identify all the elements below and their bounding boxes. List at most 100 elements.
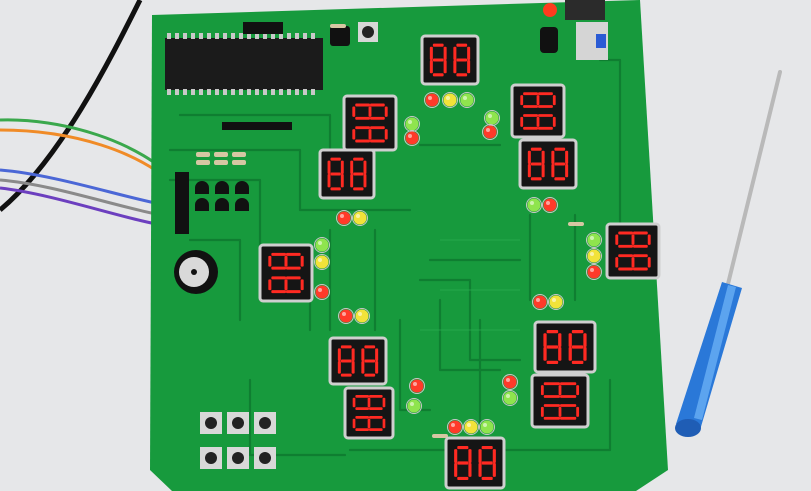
seven-segment-display <box>530 373 590 429</box>
segment <box>583 333 587 347</box>
segment <box>530 177 542 181</box>
push-button[interactable] <box>227 447 249 469</box>
seven-segment-display <box>510 83 566 139</box>
power-led-icon <box>543 3 557 17</box>
seven-segment-display <box>518 138 578 190</box>
segment <box>467 46 471 60</box>
segment <box>631 234 635 245</box>
green-led-icon <box>586 232 602 248</box>
segment <box>355 395 369 398</box>
segment <box>340 373 352 377</box>
red-led-icon <box>502 374 518 390</box>
pin-header <box>222 122 292 130</box>
segment <box>300 279 304 291</box>
segment <box>351 361 355 374</box>
segment <box>355 407 369 410</box>
yellow-led-icon <box>442 92 458 108</box>
segment <box>565 150 569 164</box>
push-button[interactable] <box>254 412 276 434</box>
segment <box>543 404 560 407</box>
segment <box>468 449 472 463</box>
segment <box>492 463 496 477</box>
red-led-icon <box>482 124 498 140</box>
red-led-icon <box>404 130 420 146</box>
reset-button-cap <box>362 26 374 38</box>
segment <box>352 418 356 429</box>
segment <box>286 266 301 270</box>
segment <box>382 418 386 429</box>
push-button[interactable] <box>254 447 276 469</box>
segment <box>615 257 619 268</box>
segment <box>520 95 524 106</box>
seven-segment-display <box>444 436 506 490</box>
segment <box>350 174 354 188</box>
segment <box>432 43 444 47</box>
red-led-icon <box>532 294 548 310</box>
wire-connector <box>175 172 189 234</box>
segment <box>368 416 383 419</box>
segment <box>340 160 344 174</box>
seven-segment-display <box>533 320 597 374</box>
segment <box>552 116 556 127</box>
buzzer <box>174 250 218 294</box>
segment <box>583 347 587 361</box>
segment <box>540 385 544 396</box>
segment <box>327 174 331 188</box>
segment <box>457 446 469 450</box>
red-led-icon <box>542 197 558 213</box>
segment <box>618 244 633 248</box>
segment <box>554 177 566 181</box>
segment <box>271 266 286 270</box>
segment <box>368 407 383 410</box>
segment <box>618 267 633 271</box>
segment <box>355 416 369 419</box>
segment <box>363 174 367 188</box>
yellow-led-icon <box>463 419 479 435</box>
yellow-led-icon <box>352 210 368 226</box>
green-led-icon <box>502 390 518 406</box>
green-led-icon <box>526 197 542 213</box>
segment <box>382 397 386 408</box>
segment <box>454 449 458 463</box>
segment <box>457 476 469 480</box>
segment <box>330 187 341 191</box>
segment <box>370 103 385 107</box>
segment <box>536 95 540 106</box>
segment <box>352 129 356 140</box>
segment <box>618 231 633 235</box>
seven-segment-display <box>605 222 661 280</box>
green-led-icon <box>406 398 422 414</box>
segment <box>523 105 538 108</box>
screwdriver <box>675 70 782 437</box>
yellow-led-icon <box>354 308 370 324</box>
segment <box>618 254 633 258</box>
segment <box>576 385 580 396</box>
segment <box>543 347 547 361</box>
segment <box>355 428 369 431</box>
segment <box>340 174 344 188</box>
segment <box>554 162 566 166</box>
segment <box>268 255 272 267</box>
push-button[interactable] <box>200 412 222 434</box>
segment <box>456 73 468 77</box>
segment <box>355 103 370 107</box>
red-led-icon <box>336 210 352 226</box>
red-led-icon <box>409 378 425 394</box>
segment <box>364 345 376 349</box>
segment <box>370 126 385 130</box>
segment <box>457 461 469 465</box>
segment <box>559 395 577 398</box>
yellow-led-icon <box>548 294 564 310</box>
segment <box>568 333 572 347</box>
segment <box>571 330 584 334</box>
push-button[interactable] <box>227 412 249 434</box>
segment <box>523 126 538 130</box>
push-button[interactable] <box>200 447 222 469</box>
seven-segment-display <box>318 148 376 200</box>
segment <box>370 116 385 120</box>
segment <box>558 333 562 347</box>
segment <box>543 416 560 420</box>
red-led-icon <box>314 284 330 300</box>
green-led-icon <box>314 237 330 253</box>
power-switch-knob[interactable] <box>596 34 606 48</box>
